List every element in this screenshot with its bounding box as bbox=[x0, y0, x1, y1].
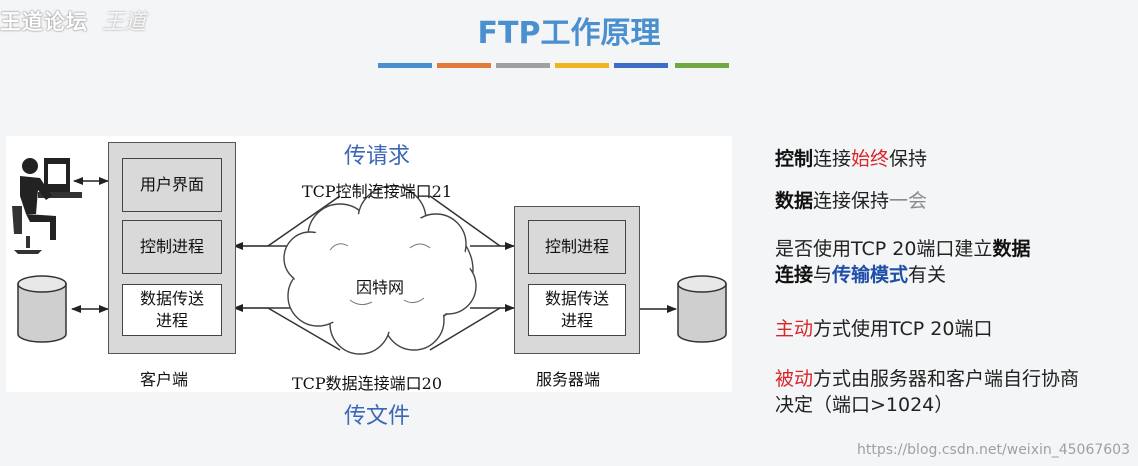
source-credit: https://blog.csdn.net/weixin_45067603 bbox=[856, 442, 1130, 458]
arrows bbox=[71, 177, 677, 313]
user-computer-icon bbox=[12, 158, 82, 254]
color-bar-2 bbox=[437, 63, 491, 68]
internet-label: 因特网 bbox=[356, 278, 405, 297]
client-data-box: 数据传送 进程 bbox=[122, 284, 222, 336]
logo-watermark: 王道 bbox=[102, 10, 147, 35]
site-watermark: 王道论坛 bbox=[0, 10, 88, 34]
file-annotation: 传文件 bbox=[344, 404, 411, 429]
client-control-box: 控制进程 bbox=[122, 220, 222, 274]
client-label: 客户端 bbox=[140, 370, 189, 389]
note-active-mode: 主动方式使用TCP 20端口 bbox=[775, 318, 993, 340]
note-port20-mode: 是否使用TCP 20端口建立数据 连接与传输模式有关 bbox=[775, 238, 1031, 286]
server-data-label-1: 数据传送 bbox=[544, 289, 609, 308]
color-bar-6 bbox=[675, 63, 729, 68]
color-bar-5 bbox=[614, 63, 668, 68]
server-control-box: 控制进程 bbox=[528, 220, 626, 274]
client-control-label: 控制进程 bbox=[139, 237, 204, 256]
control-connection-label: TCP控制连接端口21 bbox=[302, 182, 453, 201]
request-annotation: 传请求 bbox=[344, 144, 411, 169]
server-database-icon bbox=[677, 275, 727, 343]
server-control-label: 控制进程 bbox=[544, 237, 609, 256]
connection-lines bbox=[267, 195, 501, 351]
color-bar-4 bbox=[555, 63, 609, 68]
client-data-label-2: 进程 bbox=[155, 311, 188, 330]
note-data-connection: 数据连接保持一会 bbox=[775, 190, 928, 212]
data-connection-label: TCP数据连接端口20 bbox=[292, 374, 443, 393]
client-ui-box: 用户界面 bbox=[122, 158, 222, 212]
server-data-label-2: 进程 bbox=[560, 311, 593, 330]
client-database-icon bbox=[17, 275, 67, 343]
client-ui-label: 用户界面 bbox=[139, 175, 204, 194]
color-bar-1 bbox=[378, 63, 432, 68]
note-control-connection: 控制连接始终保持 bbox=[775, 148, 928, 170]
server-label: 服务器端 bbox=[536, 370, 601, 389]
note-passive-mode: 被动方式由服务器和客户端自行协商 决定（端口>1024） bbox=[775, 368, 1080, 416]
client-data-label-1: 数据传送 bbox=[139, 289, 204, 308]
color-bar-3 bbox=[496, 63, 550, 68]
slide-title: FTP工作原理 bbox=[477, 16, 661, 51]
server-data-box: 数据传送 进程 bbox=[528, 284, 626, 336]
